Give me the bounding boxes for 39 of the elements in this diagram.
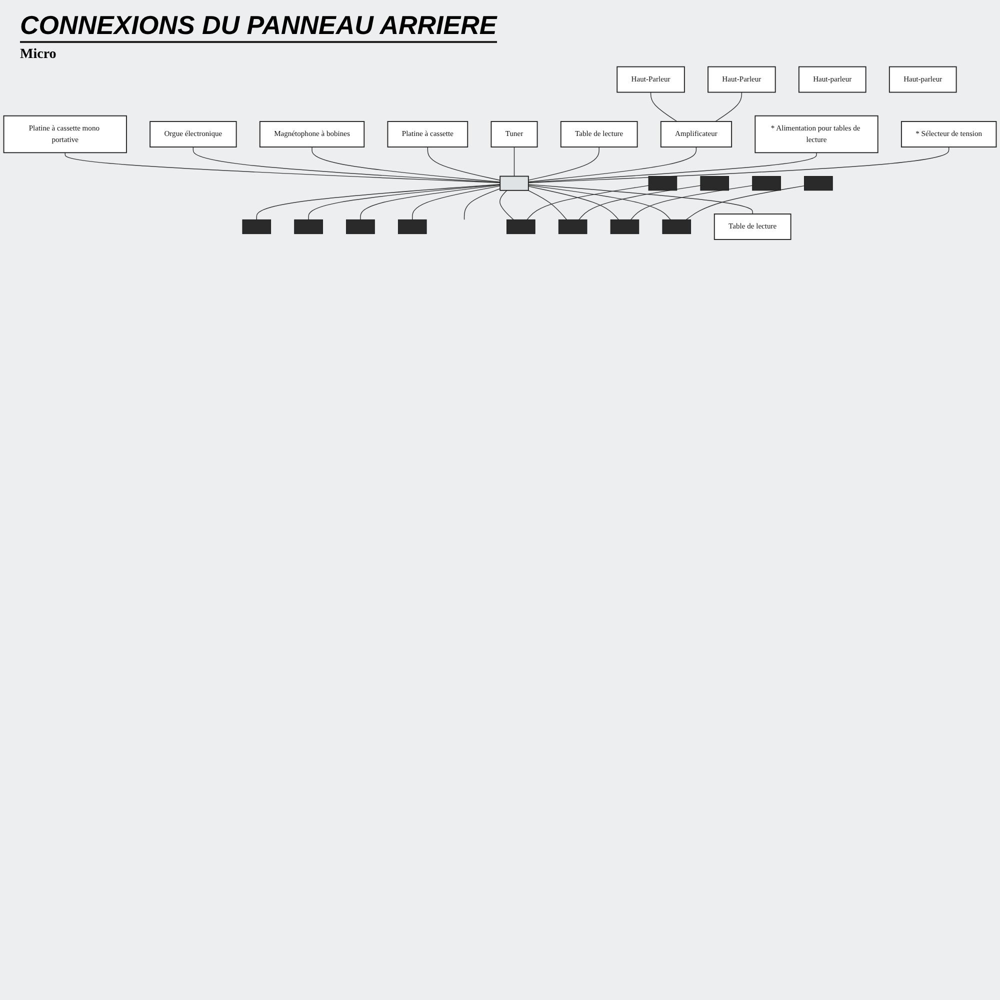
device-block	[398, 219, 427, 234]
cable-line	[686, 185, 805, 220]
cable-line	[464, 188, 500, 220]
cable-line	[427, 146, 500, 181]
device-block	[294, 219, 323, 234]
device-block	[648, 176, 678, 191]
device-block	[242, 219, 272, 234]
cable-line	[528, 146, 600, 181]
cable-line	[528, 186, 619, 220]
cable-line	[256, 184, 500, 220]
cable-line	[360, 184, 500, 220]
device-block	[804, 176, 833, 191]
cable-line	[528, 146, 950, 184]
cable-line	[528, 184, 753, 214]
cable-line	[412, 186, 500, 220]
note-label: Micro	[20, 47, 56, 62]
cable-line	[64, 152, 500, 184]
cable-line	[526, 185, 649, 220]
cable-line	[578, 185, 701, 220]
cable-line	[528, 146, 697, 182]
rear-panel	[500, 176, 529, 191]
device-block	[662, 219, 692, 234]
device-block	[752, 176, 781, 191]
cable-line	[192, 146, 500, 183]
device-block	[558, 219, 588, 234]
cable-line	[528, 152, 817, 183]
cable-line	[650, 92, 678, 122]
device-block	[610, 219, 640, 234]
cable-line	[630, 185, 753, 220]
device-block	[506, 219, 536, 234]
cable-line	[715, 92, 742, 122]
title: CONNEXIONS DU PANNEAU ARRIERE	[20, 10, 497, 43]
cable-line	[514, 146, 515, 177]
device-block	[700, 176, 729, 191]
cable-line	[528, 190, 568, 220]
device-block	[346, 219, 375, 234]
cable-line	[312, 146, 500, 182]
cable-line	[500, 190, 514, 220]
cable-line	[528, 184, 671, 220]
